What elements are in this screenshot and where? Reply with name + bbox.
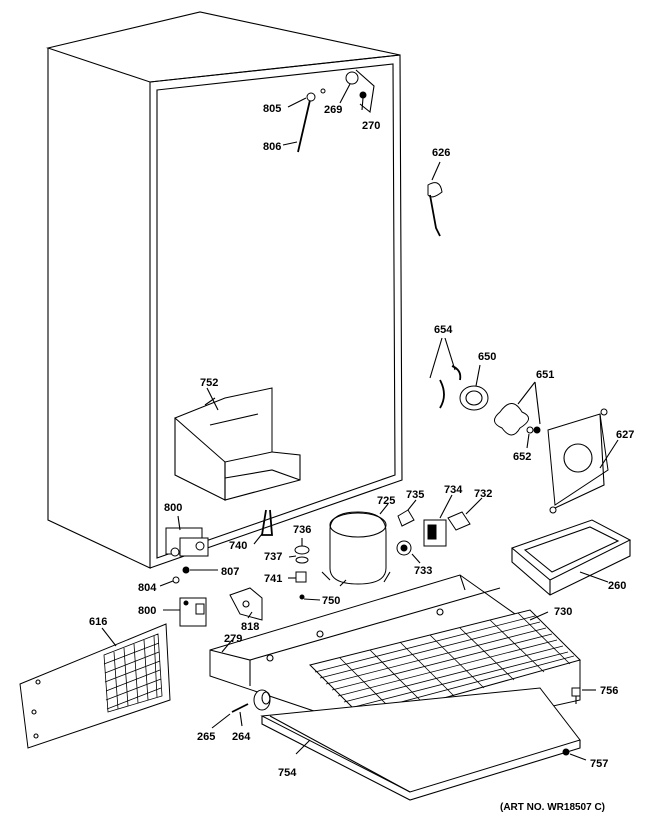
label-260: 260	[608, 580, 626, 592]
part-735-overload	[397, 499, 417, 527]
label-627: 627	[616, 429, 634, 441]
label-750: 750	[322, 595, 340, 607]
part-756-screw	[571, 687, 596, 704]
part-651-fan-blade	[494, 381, 541, 436]
part-752-bracket	[174, 387, 301, 501]
label-270: 270	[362, 120, 380, 132]
label-650: 650	[478, 351, 496, 363]
label-818: 818	[241, 621, 259, 633]
label-265: 265	[197, 731, 215, 743]
label-279: 279	[224, 633, 242, 645]
label-651: 651	[536, 369, 554, 381]
label-757: 757	[590, 758, 608, 770]
label-741: 741	[264, 573, 282, 585]
label-626: 626	[432, 147, 450, 159]
label-730: 730	[554, 606, 572, 618]
part-736-737-741-mounts	[288, 538, 321, 601]
label-725: 725	[377, 495, 395, 507]
label-756: 756	[600, 685, 618, 697]
part-757-screw	[562, 748, 587, 761]
part-818-bracket	[229, 587, 263, 621]
part-627-fan-shroud	[547, 408, 619, 514]
part-805-806-tube	[282, 88, 326, 153]
label-805: 805	[263, 103, 281, 115]
part-734-relay	[423, 494, 453, 547]
label-616: 616	[89, 616, 107, 628]
label-800a: 800	[164, 502, 182, 514]
part-260-drain-pan	[511, 519, 632, 596]
part-733-capacitor	[396, 540, 421, 564]
part-650-fan-motor	[459, 364, 489, 411]
part-264-265-spacer	[211, 689, 271, 729]
label-735: 735	[406, 489, 424, 501]
part-labels: 805 269 270 806 626 654 650 651 652 627 …	[89, 103, 634, 813]
label-733: 733	[414, 565, 432, 577]
part-626-sensor	[427, 161, 443, 237]
label-804: 804	[138, 582, 157, 594]
label-752: 752	[200, 377, 218, 389]
label-734: 734	[444, 484, 463, 496]
label-654: 654	[434, 324, 453, 336]
label-269: 269	[324, 104, 342, 116]
part-269-270	[339, 69, 375, 114]
label-736: 736	[293, 524, 311, 536]
label-807: 807	[221, 566, 239, 578]
label-732: 732	[474, 488, 492, 500]
part-732-cover	[447, 497, 483, 531]
panel-grille	[103, 635, 162, 710]
part-804-fitting	[159, 576, 180, 587]
part-616-access-panel	[19, 623, 171, 749]
label-737: 737	[264, 551, 282, 563]
part-654-clips	[429, 337, 462, 409]
part-740-clip	[253, 509, 273, 545]
label-652: 652	[513, 451, 531, 463]
part-800-switch	[163, 597, 207, 627]
label-806: 806	[263, 141, 281, 153]
label-740: 740	[229, 540, 247, 552]
part-730-condenser	[309, 609, 581, 721]
condenser-coils	[314, 612, 575, 715]
label-264: 264	[232, 731, 251, 743]
refrigerator-cabinet	[45, 11, 403, 569]
part-800-water-valve	[165, 515, 218, 574]
art-number: (ART NO. WR18507 C)	[500, 802, 605, 813]
part-652-washer	[526, 426, 534, 449]
label-754: 754	[278, 767, 297, 779]
part-725-compressor	[321, 503, 391, 587]
part-754-base-pan	[260, 687, 581, 801]
label-800b: 800	[138, 605, 156, 617]
